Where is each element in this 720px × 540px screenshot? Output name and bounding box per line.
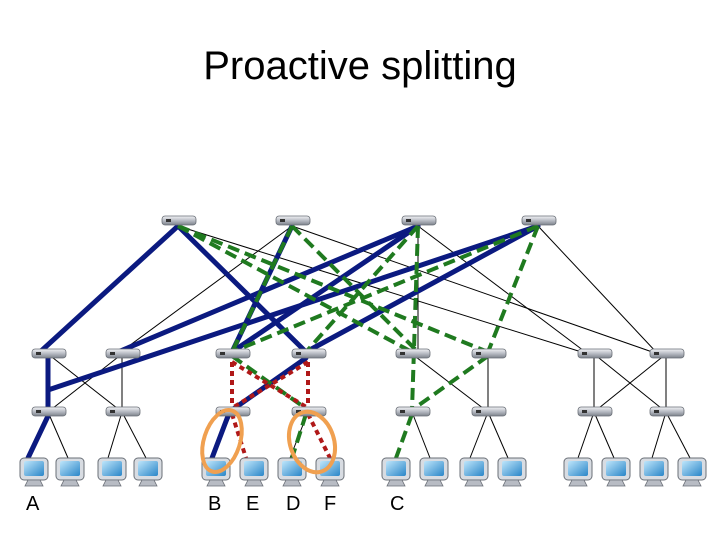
green-flow-path [177,224,540,459]
host-computer-icon [419,457,449,487]
host-computer-icon [97,457,127,487]
agg-switch [291,348,327,359]
slide-title: Proactive splitting [203,44,517,88]
hosts [19,457,707,487]
edge-switches [31,406,685,417]
host-label-c: C [390,493,404,515]
host-label-e: E [246,493,259,515]
host-label-f: F [324,493,336,515]
host-computer-icon [239,457,269,487]
edge-switch [471,406,507,417]
agg-switch [471,348,507,359]
host-computer-icon [277,457,307,487]
edge-switch [105,406,141,417]
red-flow-path [230,360,332,459]
host-label-a: A [26,493,40,515]
core-switch [275,215,311,226]
host-computer-icon [315,457,345,487]
host-computer-icon [497,457,527,487]
agg-switch [577,348,613,359]
agg-switch [105,348,141,359]
host-computer-icon [563,457,593,487]
agg-switch [31,348,67,359]
blue-flow-path [25,223,541,461]
agg-switch [649,348,685,359]
highlight-ring-left [200,408,244,474]
host-label-b: B [208,493,221,515]
host-computer-icon [601,457,631,487]
agg-switch [215,348,251,359]
host-computer-icon [639,457,669,487]
agg-switch [395,348,431,359]
core-switch [401,215,437,226]
edge-switch [395,406,431,417]
core-switches [161,215,557,226]
host-computer-icon [55,457,85,487]
edge-switch [649,406,685,417]
edge-switch [577,406,613,417]
host-computer-icon [459,457,489,487]
highlight-ring-right [286,409,338,475]
host-computer-icon [677,457,707,487]
host-computer-icon [133,457,163,487]
host-computer-icon [381,457,411,487]
core-switch [161,215,197,226]
edge-switch [31,406,67,417]
aggregation-switches [31,348,685,359]
host-computer-icon [19,457,49,487]
core-switch [521,215,557,226]
host-label-d: D [286,493,300,515]
